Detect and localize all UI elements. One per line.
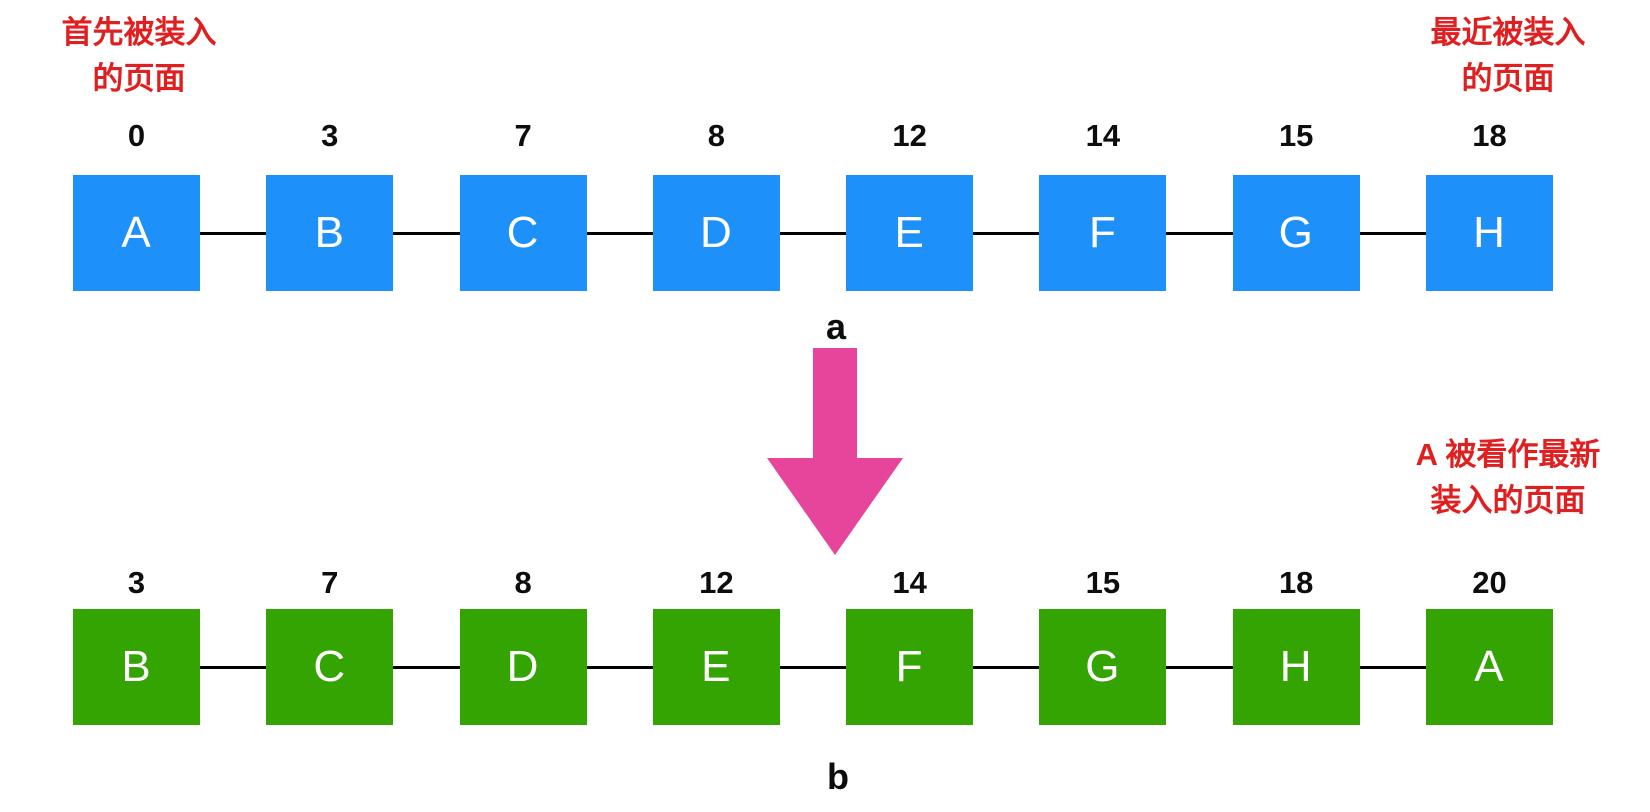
load-time-label: 12 bbox=[892, 118, 927, 153]
load-time-label: 12 bbox=[699, 565, 734, 600]
page-node: 20 A bbox=[1425, 565, 1553, 725]
page-node: 15 G bbox=[1039, 565, 1167, 725]
load-time-label: 8 bbox=[514, 565, 532, 600]
page-box: B bbox=[73, 609, 200, 725]
annotation-line: 的页面 bbox=[92, 61, 186, 96]
load-time-label: 0 bbox=[127, 118, 146, 153]
page-letter: F bbox=[895, 642, 924, 691]
caption-b: b bbox=[827, 756, 849, 797]
page-letter: C bbox=[506, 208, 540, 257]
page-node: 8 D bbox=[652, 118, 780, 291]
page-node: 8 D bbox=[459, 565, 587, 725]
page-list-cells: 3 B 7 C 8 D 12 E 14 F 15 G bbox=[73, 565, 1553, 725]
load-time-label: 15 bbox=[1085, 565, 1121, 600]
load-time-label: 7 bbox=[321, 565, 339, 600]
page-box: D bbox=[459, 609, 587, 725]
down-arrow-icon bbox=[767, 348, 903, 555]
page-node: 18 H bbox=[1425, 118, 1553, 291]
page-node: 3 B bbox=[266, 118, 394, 291]
page-node: 18 H bbox=[1232, 565, 1360, 725]
page-box: C bbox=[459, 175, 587, 291]
page-box: H bbox=[1425, 175, 1553, 291]
page-node: 7 C bbox=[459, 118, 587, 291]
load-time-label: 18 bbox=[1278, 565, 1314, 600]
page-box: A bbox=[73, 175, 200, 291]
page-letter: G bbox=[1278, 208, 1314, 257]
page-box: C bbox=[266, 609, 394, 725]
page-box: B bbox=[266, 175, 394, 291]
annotation-line: 最近被装入 bbox=[1430, 15, 1586, 50]
page-box: D bbox=[652, 175, 780, 291]
page-list-cells: 0 A 3 B 7 C 8 D 12 E 14 F bbox=[73, 118, 1553, 291]
load-time-label: 20 bbox=[1472, 565, 1507, 600]
page-letter: A bbox=[121, 208, 152, 257]
page-letter: G bbox=[1085, 642, 1121, 691]
down-arrow-shape bbox=[767, 348, 903, 555]
load-time-label: 18 bbox=[1472, 118, 1507, 153]
load-time-label: 15 bbox=[1278, 118, 1314, 153]
page-list-row-b: 3 B 7 C 8 D 12 E 14 F 15 G bbox=[73, 565, 1553, 725]
page-letter: E bbox=[701, 642, 732, 691]
page-letter: H bbox=[1473, 208, 1506, 257]
annotation-line: A 被看作最新 bbox=[1415, 437, 1601, 472]
page-letter: B bbox=[314, 208, 345, 257]
page-node: 0 A bbox=[73, 118, 200, 291]
page-node: 14 F bbox=[846, 565, 974, 725]
page-box: E bbox=[652, 609, 780, 725]
page-node: 15 G bbox=[1232, 118, 1360, 291]
load-time-label: 14 bbox=[892, 565, 927, 600]
page-letter: B bbox=[121, 642, 152, 691]
load-time-label: 8 bbox=[707, 118, 725, 153]
annotation-first-loaded: 首先被装入 的页面 bbox=[39, 10, 239, 102]
page-box: G bbox=[1232, 175, 1360, 291]
page-node: 12 E bbox=[652, 565, 780, 725]
page-letter: D bbox=[699, 208, 733, 257]
page-node: 3 B bbox=[73, 565, 200, 725]
page-node: 14 F bbox=[1039, 118, 1167, 291]
page-letter: E bbox=[894, 208, 925, 257]
page-node: 7 C bbox=[266, 565, 394, 725]
load-time-label: 14 bbox=[1085, 118, 1121, 153]
page-letter: H bbox=[1279, 642, 1313, 691]
page-box: G bbox=[1039, 609, 1167, 725]
list-connector-line bbox=[135, 232, 1491, 235]
annotation-line: 装入的页面 bbox=[1430, 483, 1586, 518]
list-connector-line bbox=[135, 666, 1491, 669]
page-box: H bbox=[1232, 609, 1360, 725]
caption-a: a bbox=[825, 306, 847, 347]
annotation-recently-loaded: 最近被装入 的页面 bbox=[1408, 10, 1608, 102]
load-time-label: 3 bbox=[127, 565, 146, 600]
page-letter: A bbox=[1474, 642, 1505, 691]
page-box: E bbox=[846, 175, 974, 291]
page-letter: F bbox=[1088, 208, 1117, 257]
page-list-row-a: 0 A 3 B 7 C 8 D 12 E 14 F bbox=[73, 118, 1553, 291]
annotation-a-treated-newest: A 被看作最新 装入的页面 bbox=[1378, 432, 1638, 524]
page-box: A bbox=[1425, 609, 1553, 725]
annotation-line: 首先被装入 bbox=[61, 15, 217, 50]
page-box: F bbox=[846, 609, 974, 725]
page-box: F bbox=[1039, 175, 1167, 291]
page-letter: C bbox=[313, 642, 347, 691]
annotation-line: 的页面 bbox=[1461, 61, 1555, 96]
page-node: 12 E bbox=[846, 118, 974, 291]
page-letter: D bbox=[506, 642, 540, 691]
load-time-label: 3 bbox=[321, 118, 339, 153]
load-time-label: 7 bbox=[514, 118, 532, 153]
